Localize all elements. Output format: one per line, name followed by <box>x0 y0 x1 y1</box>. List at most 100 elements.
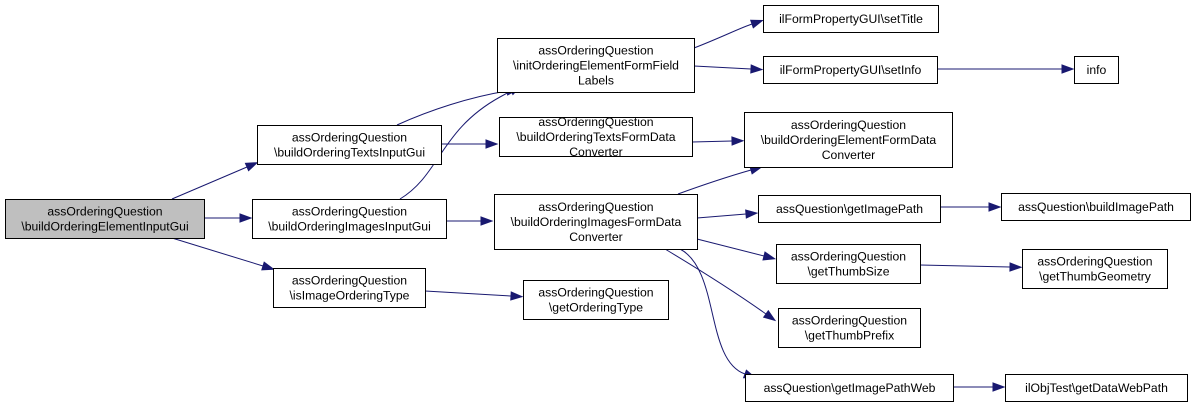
node-box <box>273 268 426 308</box>
nodes-layer: assOrderingQuestion\buildOrderingElement… <box>5 5 1191 402</box>
node-label-line: ilFormPropertyGUI\setTitle <box>779 12 923 26</box>
arrowhead <box>731 136 745 146</box>
node-label-line: assOrderingQuestion <box>791 118 906 132</box>
node-box <box>523 280 669 320</box>
edge-initLabels-to-setTitle <box>693 19 764 49</box>
node-buildTexts[interactable]: assOrderingQuestion\buildOrderingTextsIn… <box>257 125 442 165</box>
edge-line <box>664 248 767 315</box>
node-label-line: Converter <box>569 145 623 159</box>
node-label-line: \getThumbGeometry <box>1039 270 1152 284</box>
node-label-line: \buildOrderingElementInputGui <box>21 220 188 234</box>
edge-line <box>424 290 512 297</box>
arrowhead <box>745 209 759 219</box>
edge-imagesConv-to-getImagePathWeb <box>679 248 757 379</box>
arrowhead <box>480 216 494 226</box>
node-label-line: \buildOrderingTextsInputGui <box>274 146 425 160</box>
edge-line <box>677 169 752 195</box>
node-box <box>1074 56 1119 84</box>
edge-imagesConv-to-getThumbPrefix <box>664 248 777 322</box>
node-box <box>252 199 447 239</box>
node-label-line: \buildOrderingTextsFormData <box>516 130 675 144</box>
edge-imagesConv-to-getImagePath <box>696 209 759 219</box>
node-label-line: assQuestion\getImagePathWeb <box>764 381 936 395</box>
node-getDataWebPath[interactable]: ilObjTest\getDataWebPath <box>1005 374 1188 402</box>
node-label-line: \buildOrderingImagesFormData <box>511 215 682 229</box>
node-label-line: \buildOrderingElementFormData <box>761 133 937 147</box>
node-root[interactable]: assOrderingQuestion\buildOrderingElement… <box>5 199 205 239</box>
edge-isImage-to-getOrderingType <box>424 290 524 301</box>
node-box <box>1005 374 1188 402</box>
node-getOrderingType[interactable]: assOrderingQuestion\getOrderingType <box>523 280 669 320</box>
node-elementConv[interactable]: assOrderingQuestion\buildOrderingElement… <box>744 112 953 168</box>
node-label-line: assOrderingQuestion <box>47 205 162 219</box>
node-label-line: info <box>1087 63 1107 77</box>
node-label-line: ilObjTest\getDataWebPath <box>1025 381 1168 395</box>
node-getThumbGeometry[interactable]: assOrderingQuestion\getThumbGeometry <box>1022 249 1168 289</box>
node-initLabels[interactable]: assOrderingQuestion\initOrderingElementF… <box>497 38 695 93</box>
node-setTitle[interactable]: ilFormPropertyGUI\setTitle <box>763 5 939 33</box>
node-getImagePath[interactable]: assQuestion\getImagePath <box>758 195 941 223</box>
node-label-line: assOrderingQuestion <box>538 286 653 300</box>
node-getThumbPrefix[interactable]: assOrderingQuestion\getThumbPrefix <box>778 308 921 348</box>
node-box <box>745 374 954 402</box>
node-label-line: assOrderingQuestion <box>791 250 906 264</box>
edge-initLabels-to-setInfo <box>693 64 764 74</box>
node-box <box>758 195 941 223</box>
node-setInfo[interactable]: ilFormPropertyGUI\setInfo <box>763 56 938 84</box>
edge-line <box>919 264 1011 268</box>
node-getImagePathWeb[interactable]: assQuestion\getImagePathWeb <box>745 374 954 402</box>
arrowhead <box>244 162 259 172</box>
node-box <box>1001 193 1191 221</box>
node-box <box>494 194 698 250</box>
arrowhead <box>485 139 499 149</box>
node-label-line: Converter <box>569 230 623 244</box>
arrowhead <box>261 261 275 271</box>
edge-line <box>171 237 264 267</box>
edge-imagesConv-to-getThumbSize <box>696 238 777 261</box>
edge-textsConv-to-elementConv <box>691 136 745 146</box>
edge-line <box>679 248 746 375</box>
node-label-line: Labels <box>578 74 614 88</box>
node-box <box>776 244 921 284</box>
edge-root-to-buildTexts <box>171 162 259 200</box>
arrowhead <box>762 251 777 261</box>
node-label-line: \getThumbSize <box>808 265 890 279</box>
edge-imagesConv-to-elementConv <box>677 165 763 195</box>
node-box <box>744 112 953 168</box>
node-imagesConv[interactable]: assOrderingQuestion\buildOrderingImagesF… <box>494 194 698 250</box>
edge-setInfo-to-info <box>937 64 1075 74</box>
node-box <box>257 125 442 165</box>
node-label-line: assQuestion\getImagePath <box>776 202 923 216</box>
arrowhead <box>510 291 524 301</box>
node-label-line: assOrderingQuestion <box>792 314 907 328</box>
edge-root-to-isImage <box>171 237 275 271</box>
node-isImage[interactable]: assOrderingQuestion\isImageOrderingType <box>273 268 426 308</box>
arrowhead <box>750 19 764 29</box>
node-buildImagePath[interactable]: assQuestion\buildImagePath <box>1001 193 1191 221</box>
node-getThumbSize[interactable]: assOrderingQuestion\getThumbSize <box>776 244 921 284</box>
edge-buildTexts-to-textsConv <box>441 139 499 149</box>
node-box <box>499 117 693 157</box>
edge-buildImages-to-imagesConv <box>446 216 494 226</box>
node-buildImages[interactable]: assOrderingQuestion\buildOrderingImagesI… <box>252 199 447 239</box>
node-label-line: \getThumbPrefix <box>805 329 894 343</box>
node-box <box>763 56 938 84</box>
edge-getImagePath-to-buildImagePath <box>940 202 1002 212</box>
node-label-line: assOrderingQuestion <box>292 274 407 288</box>
edge-getImagePathWeb-to-getDataWebPath <box>953 382 1006 392</box>
node-textsConv[interactable]: assOrderingQuestion\buildOrderingTextsFo… <box>499 115 693 159</box>
arrowhead <box>750 64 764 74</box>
node-label-line: assOrderingQuestion <box>292 205 407 219</box>
edge-line <box>691 140 733 143</box>
node-label-line: assOrderingQuestion <box>538 115 653 129</box>
node-box <box>5 199 205 239</box>
node-label-line: \buildOrderingImagesInputGui <box>268 220 431 234</box>
edge-line <box>399 90 512 200</box>
node-label-line: assOrderingQuestion <box>292 131 407 145</box>
node-box <box>778 308 921 348</box>
arrowhead <box>988 202 1002 212</box>
node-info[interactable]: info <box>1074 56 1119 84</box>
arrowhead <box>1009 262 1023 272</box>
edge-line <box>171 166 248 200</box>
edge-line <box>693 23 753 49</box>
